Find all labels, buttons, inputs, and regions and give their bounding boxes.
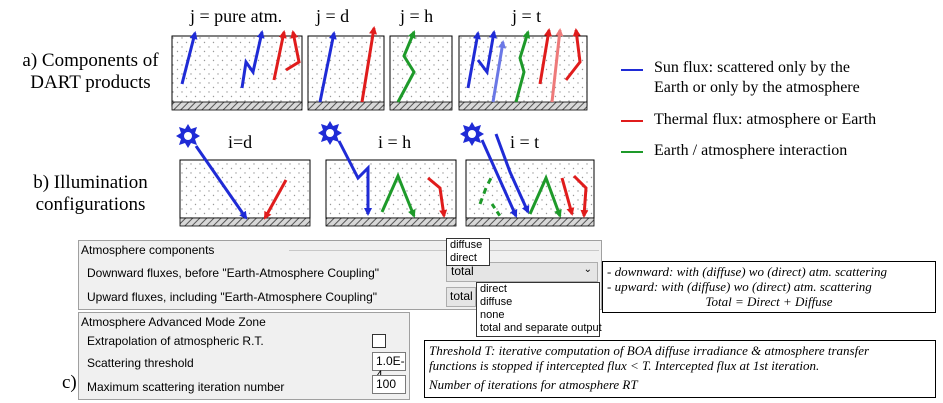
upward-fluxes-select[interactable]: total — [446, 287, 476, 307]
row-c-label: c) — [62, 372, 77, 393]
threshold-input[interactable]: 1.0E-4 — [372, 352, 406, 382]
panel-a2-label: j = d — [316, 6, 350, 26]
panel-b2-label: i = h — [378, 132, 412, 152]
panel-a3 — [389, 30, 453, 111]
popup-option-diffuse[interactable]: diffuse — [450, 239, 483, 251]
downward-fluxes-label: Downward fluxes, before "Earth-Atmospher… — [87, 266, 379, 280]
panel-a4 — [458, 28, 588, 111]
legend-interaction-line — [621, 151, 643, 153]
legend-interaction-text: Earth / atmosphere interaction — [654, 142, 848, 159]
chevron-down-icon: ⌄ — [583, 264, 592, 275]
sun-icon — [460, 122, 484, 146]
legend-thermal-line — [621, 120, 643, 122]
upward-options-popup: diffuse direct — [446, 238, 490, 266]
panel-a3-label: j = h — [400, 6, 434, 26]
dropdown-option-total-separate[interactable]: total and separate output — [480, 322, 602, 334]
panel-a4-label: j = t — [512, 6, 542, 26]
popup-option-direct[interactable]: direct — [450, 252, 477, 264]
extrapolation-label: Extrapolation of atmospheric R.T. — [87, 334, 264, 348]
downward-fluxes-select[interactable]: total ⌄ — [446, 262, 598, 282]
iterations-label: Maximum scattering iteration number — [87, 380, 285, 394]
panel-a1 — [171, 30, 303, 111]
row-a-label: a) Components of DART products — [22, 50, 159, 93]
dropdown-option-none[interactable]: none — [480, 309, 505, 321]
legend-sun-text: Sun flux: scattered only by the Earth or… — [654, 59, 860, 96]
downward-options-dropdown: direct diffuse none total and separate o… — [476, 282, 602, 337]
dropdown-option-direct[interactable]: direct — [480, 283, 507, 295]
threshold-note: Threshold T: iterative computation of BO… — [424, 340, 936, 398]
upward-fluxes-label: Upward fluxes, including "Earth-Atmosphe… — [87, 290, 377, 304]
dropdown-option-diffuse[interactable]: diffuse — [480, 296, 513, 308]
atm-components-title: Atmosphere components — [81, 243, 215, 257]
panel-a1-label: j = pure atm. — [190, 6, 283, 26]
row-b-label: b) Illumination configurations — [33, 172, 148, 215]
sun-icon — [176, 124, 200, 148]
legend-thermal-text: Thermal flux: atmosphere or Earth — [654, 111, 877, 128]
iterations-input[interactable]: 100 — [372, 375, 406, 394]
panel-b2 — [318, 121, 457, 227]
sun-icon — [318, 121, 342, 145]
panel-b1-label: i=d — [228, 132, 253, 152]
panel-b1 — [176, 124, 311, 227]
panel-a2 — [307, 26, 385, 111]
legend-sun-line — [621, 69, 643, 71]
threshold-label: Scattering threshold — [87, 356, 194, 370]
panel-b3-label: i = t — [510, 132, 540, 152]
downward-fluxes-value: total — [451, 264, 474, 278]
advanced-mode-title: Atmosphere Advanced Mode Zone — [81, 315, 266, 329]
title-separator — [289, 250, 599, 251]
panel-b3 — [460, 122, 595, 227]
fluxes-note: - downward: with (diffuse) wo (direct) a… — [602, 261, 936, 313]
upward-fluxes-value: total — [450, 289, 473, 303]
advanced-mode-panel: Atmosphere Advanced Mode Zone Extrapolat… — [78, 312, 410, 400]
extrapolation-checkbox[interactable] — [372, 334, 386, 348]
